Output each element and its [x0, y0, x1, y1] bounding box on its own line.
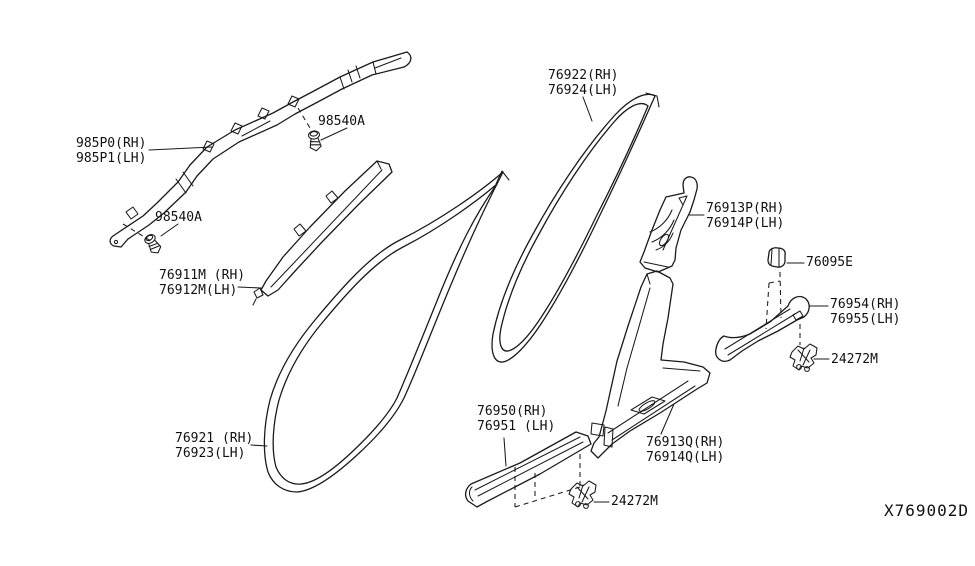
screw-left-label[interactable]: 98540A — [155, 210, 202, 225]
leader-lines — [148, 96, 830, 503]
b-pillar-upper-garnish-drawing — [639, 176, 698, 273]
clip-right-drawing — [789, 343, 818, 372]
rear-kick-plate-drawing — [715, 295, 810, 362]
a-pillar-garnish-label[interactable]: 76911M (RH)76912M(LH) — [159, 268, 246, 298]
mounting-screw-left — [142, 232, 164, 257]
screw-top-label[interactable]: 98540A — [318, 114, 365, 129]
front-kick-plate-label[interactable]: 76950(RH)76951 (LH) — [477, 404, 556, 434]
clip-bottom-label[interactable]: 24272M — [611, 494, 658, 509]
front-kick-plate-drawing — [464, 431, 592, 508]
clip-bottom-drawing — [568, 480, 597, 509]
a-pillar-garnish-drawing — [252, 160, 393, 306]
grommet-label[interactable]: 76095E — [806, 255, 853, 270]
b-pillar-lower-garnish-label[interactable]: 76913Q(RH)76914Q(LH) — [646, 435, 725, 465]
clip-right-label[interactable]: 24272M — [831, 352, 878, 367]
diagram-code: X769002D — [884, 501, 970, 520]
rear-door-weatherstrip-label[interactable]: 76922(RH)76924(LH) — [548, 68, 619, 98]
rear-door-weatherstrip-drawing — [491, 92, 660, 363]
mounting-screw-top — [307, 129, 323, 153]
b-pillar-upper-garnish-label[interactable]: 76913P(RH)76914P(LH) — [706, 201, 785, 231]
curtain-airbag-label[interactable]: 985P0(RH)985P1(LH) — [76, 136, 147, 166]
grommet-drawing — [767, 247, 786, 268]
hidden-dashed-lines — [122, 107, 801, 508]
front-door-weatherstrip-drawing — [263, 170, 510, 493]
rear-kick-plate-label[interactable]: 76954(RH)76955(LH) — [830, 297, 901, 327]
front-door-weatherstrip-label[interactable]: 76921 (RH)76923(LH) — [175, 431, 254, 461]
curtain-airbag-drawing — [109, 51, 412, 248]
b-pillar-lower-garnish-drawing — [590, 270, 711, 459]
